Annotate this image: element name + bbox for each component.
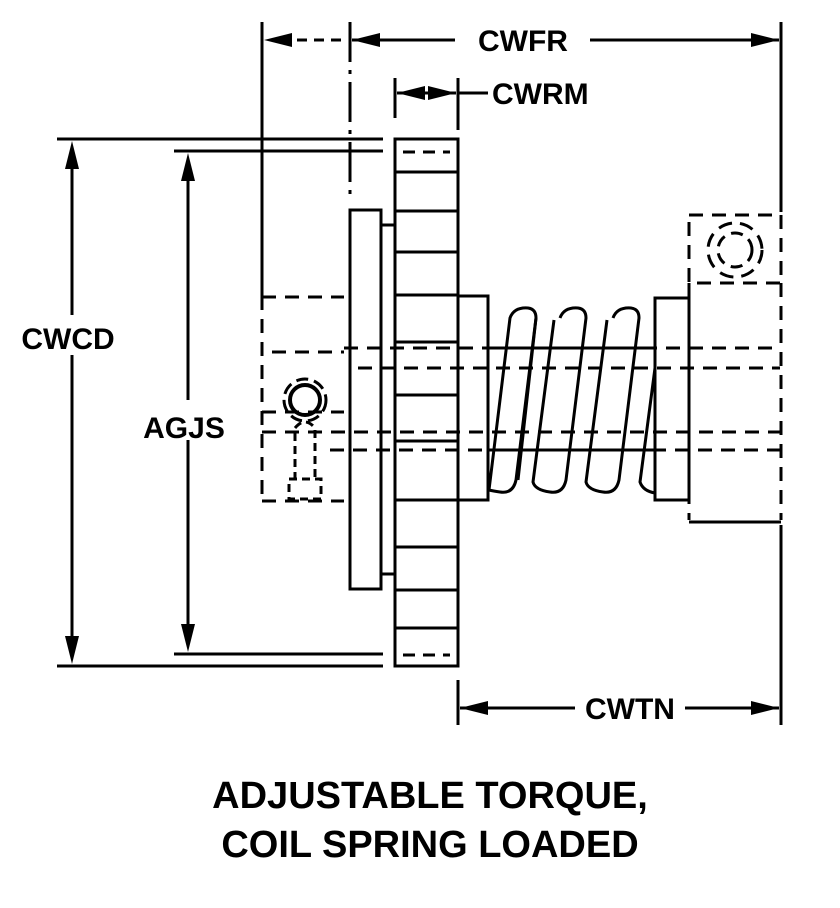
caption-line-2: COIL SPRING LOADED	[221, 824, 638, 866]
cwcd-label: CWCD	[21, 323, 114, 356]
gear-wheel	[393, 137, 460, 668]
extension-lines	[260, 22, 783, 725]
cwcd-dimension: CWCD	[21, 137, 383, 668]
caption-line-1: ADJUSTABLE TORQUE,	[212, 775, 648, 817]
cwrm-dimension: CWRM	[397, 78, 589, 111]
caption: ADJUSTABLE TORQUE, COIL SPRING LOADED	[212, 775, 648, 866]
cwfr-dimension: CWFR	[264, 20, 779, 60]
right-collar	[653, 296, 691, 502]
right-set-screw-icon	[716, 231, 754, 269]
cwrm-label: CWRM	[492, 78, 589, 111]
agjs-dimension: AGJS	[143, 149, 383, 656]
flange-plate	[348, 208, 395, 591]
left-collar	[456, 294, 490, 502]
agjs-label: AGJS	[143, 412, 225, 445]
left-hidden-hub	[260, 295, 344, 503]
right-hidden-hub	[687, 213, 783, 524]
set-screw-icon	[288, 383, 322, 417]
cwtn-label: CWTN	[585, 693, 675, 726]
coil-spring	[487, 306, 657, 495]
cwfr-label: CWFR	[478, 25, 568, 58]
cwtn-dimension: CWTN	[460, 693, 779, 726]
